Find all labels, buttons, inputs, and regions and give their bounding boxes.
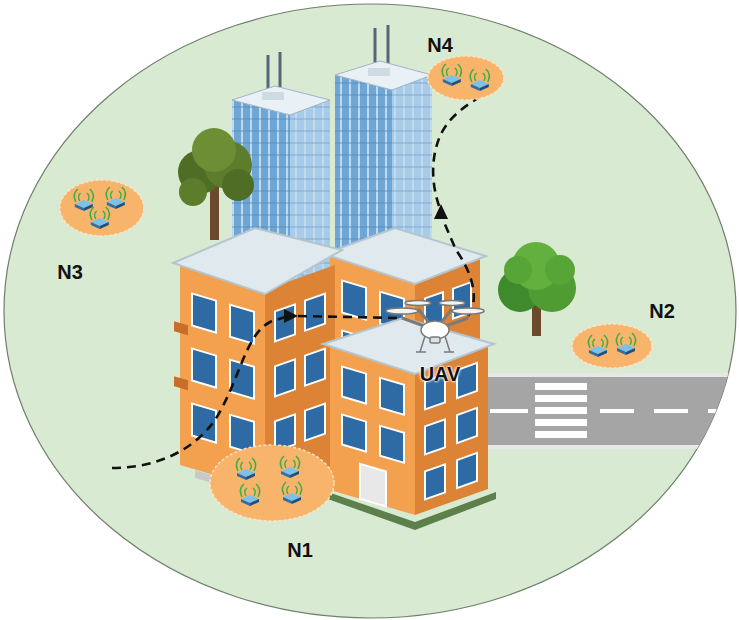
- road: [486, 373, 739, 449]
- sensor-device: [616, 333, 635, 355]
- flight-path: [112, 98, 478, 468]
- sensor-device: [282, 482, 301, 504]
- sensor-device: [470, 69, 489, 91]
- sensor-device: [106, 187, 125, 209]
- sensor-device: [588, 335, 607, 357]
- cluster-area: [206, 441, 338, 565]
- cluster-label: N2: [649, 300, 675, 322]
- cluster-label: N1: [287, 539, 313, 561]
- sensor-device: [236, 458, 255, 480]
- uav-label: UAV: [420, 363, 461, 385]
- cluster-label: N4: [427, 34, 453, 56]
- uav-drone: [386, 301, 484, 353]
- sensor-cluster: N3: [53, 176, 148, 287]
- sensor-cluster: N4: [423, 30, 508, 104]
- sensor-device: [280, 456, 299, 478]
- path-arrowhead: [434, 204, 448, 219]
- sensor-device: [442, 64, 461, 86]
- sensor-device: [240, 484, 259, 506]
- coverage-area: [4, 4, 736, 618]
- tree: [498, 242, 576, 336]
- sensor-cluster: N2: [568, 296, 679, 372]
- cluster-label: N3: [57, 261, 83, 283]
- sensor-device: [74, 189, 93, 211]
- sensor-cluster: N1: [206, 441, 338, 565]
- apartment-building: [322, 318, 496, 530]
- path-arrowhead: [284, 309, 298, 323]
- tree: [178, 128, 254, 240]
- sensor-device: [90, 207, 109, 229]
